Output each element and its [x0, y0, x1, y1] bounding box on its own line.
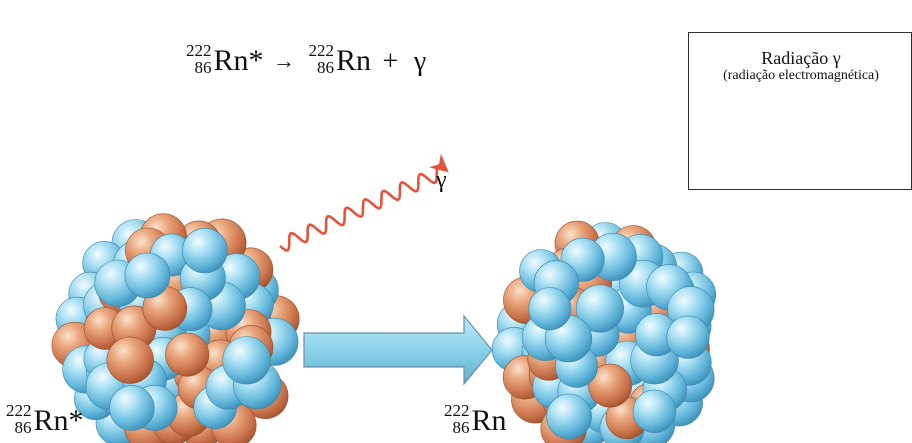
reactant-atomic-number: 86	[194, 58, 212, 77]
legend-title: Radiação γ	[761, 48, 841, 68]
neutron-sphere	[124, 252, 171, 299]
product-mass-number: 222	[308, 41, 335, 60]
nucleus-excited	[51, 213, 300, 443]
gamma-symbol: γ	[413, 45, 427, 77]
nucleus-excited-label: 222 86 Rn*	[6, 402, 84, 436]
excited-mass-number: 222	[6, 401, 32, 420]
neutron-sphere	[109, 385, 155, 431]
reactant-symbol: Rn*	[213, 44, 264, 77]
neutron-sphere	[632, 389, 677, 433]
legend-subtitle: (radiação electromagnética)	[723, 68, 879, 83]
reactant-mass-number: 222	[186, 41, 212, 60]
emission-gamma-label: γ	[436, 167, 447, 193]
reactant-isotope-numbers: 222 86	[186, 42, 212, 76]
gamma-ray-wave-icon	[279, 153, 449, 252]
neutron-sphere	[528, 287, 572, 331]
proton-sphere	[165, 332, 210, 377]
neutron-sphere	[182, 227, 228, 274]
excited-isotope-numbers: 222 86	[6, 402, 32, 436]
ground-isotope-numbers: 222 86	[444, 402, 470, 436]
ground-symbol: Rn	[471, 404, 507, 437]
neutron-sphere	[222, 336, 271, 385]
product-atomic-number: 86	[317, 58, 335, 77]
ground-atomic-number: 86	[452, 418, 470, 437]
nucleus-ground	[491, 220, 716, 443]
proton-sphere	[106, 336, 154, 384]
neutron-sphere	[666, 315, 710, 359]
reaction-arrow-icon: →	[273, 48, 296, 74]
plus-sign: +	[382, 45, 399, 77]
product-isotope-numbers: 222 86	[309, 42, 335, 76]
product-symbol: Rn	[336, 44, 372, 77]
proton-sphere	[588, 363, 633, 408]
ground-mass-number: 222	[444, 401, 470, 420]
neutron-sphere	[575, 284, 624, 333]
decay-equation: 222 86 Rn* → 222 86 Rn + γ	[186, 42, 430, 86]
excited-symbol: Rn*	[33, 404, 84, 437]
legend-box: Radiação γ (radiação electromagnética)	[688, 32, 912, 190]
neutron-sphere	[546, 393, 592, 440]
nucleus-ground-label: 222 86 Rn	[444, 402, 507, 436]
excited-atomic-number: 86	[14, 418, 32, 437]
block-arrow-right-icon	[303, 314, 493, 386]
